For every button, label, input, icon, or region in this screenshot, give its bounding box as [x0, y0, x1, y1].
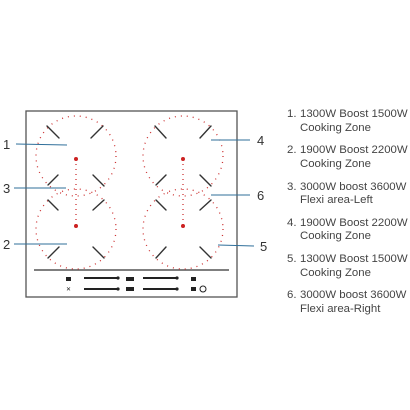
legend-item-number: 4.: [287, 216, 297, 229]
zone-5-marks: [155, 199, 212, 259]
callout-1: 1: [3, 137, 11, 152]
callout-4: 4: [257, 133, 265, 148]
callout-lines: [14, 139, 255, 247]
callout-6: 6: [257, 188, 265, 203]
legend-item-number: 1.: [287, 108, 297, 120]
callout-2: 2: [3, 237, 11, 252]
legend-item-number: 6.: [287, 289, 297, 302]
callout-3: 3: [3, 181, 11, 196]
zone-2-marks: [47, 199, 105, 259]
cooktop-frame: [25, 110, 238, 298]
control-panel: ✕: [66, 276, 207, 293]
legend-item-number: 2.: [287, 144, 297, 157]
callout-line-1: [15, 143, 68, 146]
callout-line-5: [217, 244, 255, 247]
flexi-left-marker: [74, 157, 78, 228]
callout-5: 5: [260, 239, 268, 254]
svg-text:✕: ✕: [66, 287, 71, 293]
zone-5-ring: [142, 188, 224, 270]
legend-item-number: 5.: [287, 253, 297, 266]
zone-4-marks: [154, 125, 212, 187]
zone-4-ring: [142, 115, 224, 197]
zone-1-marks: [46, 125, 105, 187]
zone-1-ring: [35, 115, 117, 197]
legend-item-number: 3.: [287, 180, 297, 193]
zone-2-ring: [35, 188, 117, 270]
flexi-right-marker: [181, 157, 185, 228]
